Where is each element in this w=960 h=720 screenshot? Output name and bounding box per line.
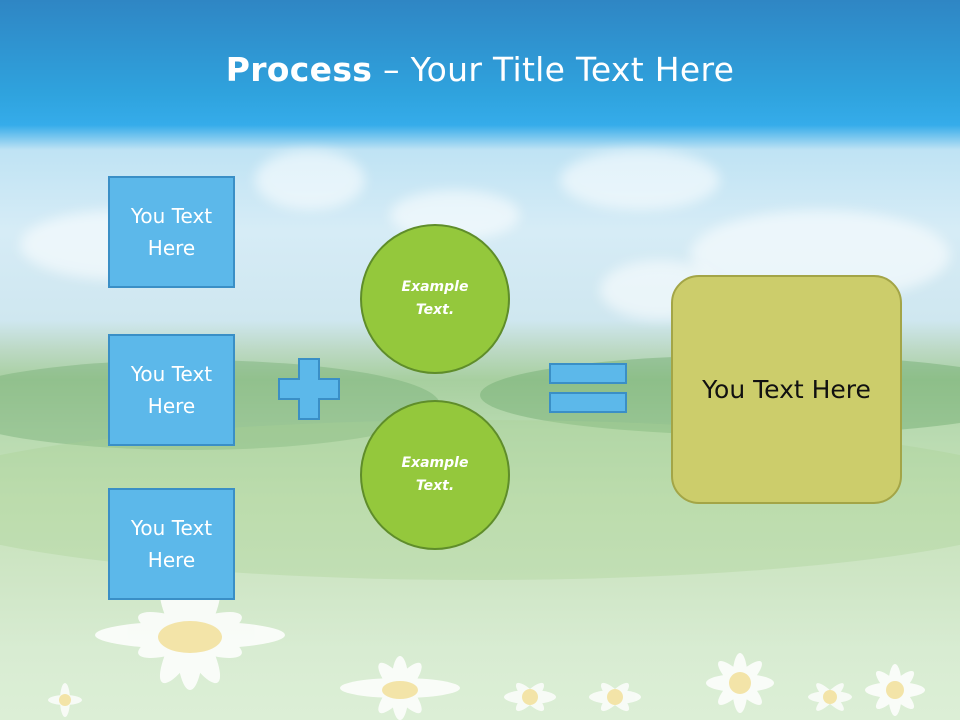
example-circle-2: Example Text. bbox=[360, 400, 510, 550]
result-label: You Text Here bbox=[702, 375, 871, 404]
circle-label: Example Text. bbox=[401, 279, 469, 318]
daisy-decoration bbox=[48, 683, 82, 717]
equals-bar-bottom bbox=[549, 392, 627, 413]
page-title: Process – Your Title Text Here bbox=[0, 50, 960, 89]
text-box-3: You Text Here bbox=[108, 488, 235, 600]
text-box-label: You Text Here bbox=[130, 362, 213, 418]
text-box-1: You Text Here bbox=[108, 176, 235, 288]
title-bold: Process bbox=[225, 50, 373, 89]
daisy-decoration bbox=[340, 656, 460, 720]
circle-label: Example Text. bbox=[401, 455, 469, 494]
text-box-2: You Text Here bbox=[108, 334, 235, 446]
plus-icon bbox=[278, 358, 340, 420]
text-box-label: You Text Here bbox=[130, 516, 213, 572]
daisy-decoration bbox=[808, 683, 852, 711]
daisy-decoration bbox=[95, 580, 285, 690]
equals-bar-top bbox=[549, 363, 627, 384]
daisy-decoration bbox=[706, 653, 774, 713]
example-circle-1: Example Text. bbox=[360, 224, 510, 374]
text-box-label: You Text Here bbox=[130, 204, 213, 260]
daisy-decoration bbox=[504, 682, 556, 712]
daisy-decoration bbox=[589, 682, 641, 712]
daisy-decoration bbox=[865, 664, 925, 716]
title-rest: – Your Title Text Here bbox=[372, 50, 735, 89]
result-box: You Text Here bbox=[671, 275, 902, 504]
